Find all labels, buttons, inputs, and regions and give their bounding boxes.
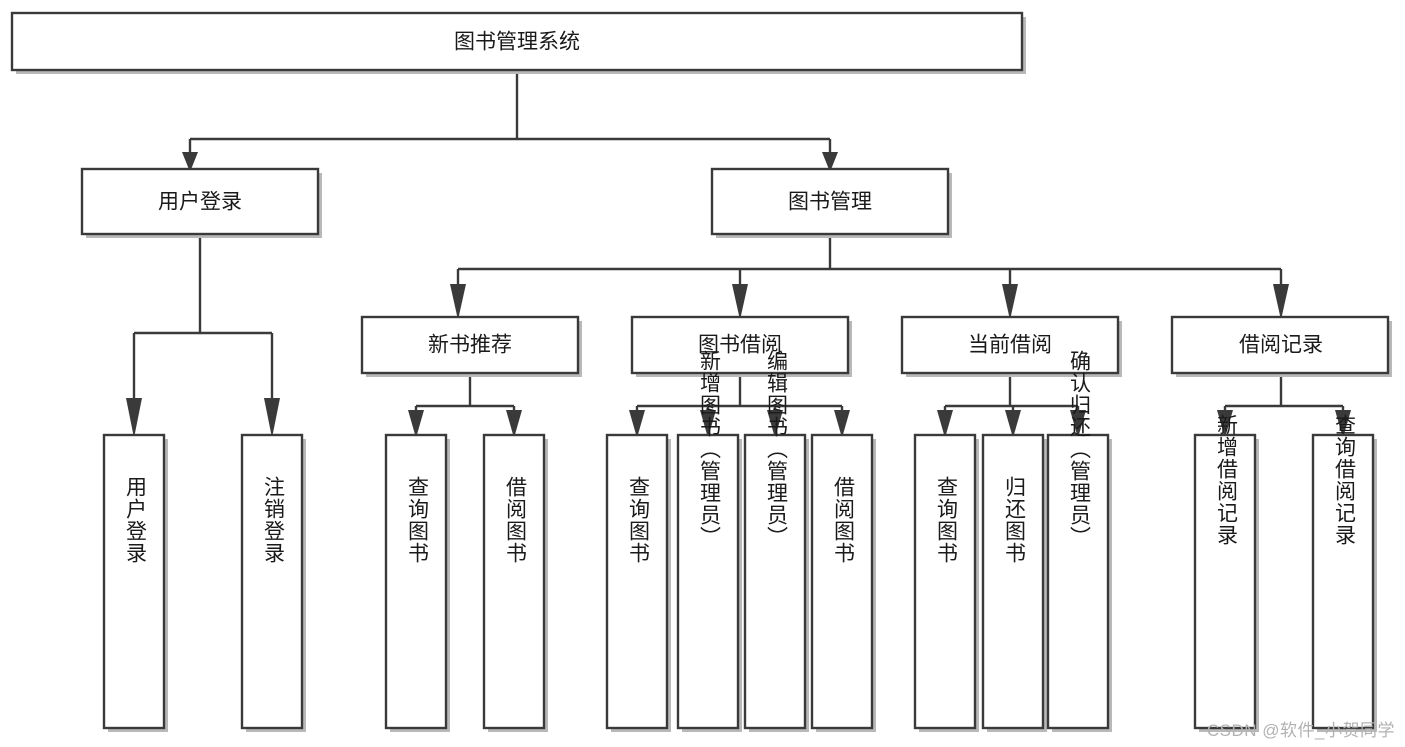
- leaf-user-login-label: 用户登录: [123, 476, 147, 564]
- arrow-to-borrow-record: [1273, 284, 1289, 320]
- leaf-borrow-book-label: 借阅图书: [831, 476, 855, 564]
- arrow-to-leaf-return-book: [1005, 410, 1021, 438]
- leaf-confirm-return[interactable]: 确认归还（管理员）: [1046, 350, 1112, 732]
- node-current-borrow-box[interactable]: [900, 315, 1120, 375]
- arrow-to-leaf-query-book-1: [408, 410, 424, 438]
- leaf-add-book-box[interactable]: [676, 433, 740, 730]
- leaf-query-borrow-record[interactable]: 查询借阅记录: [1311, 414, 1377, 732]
- leaf-query-book-current-box[interactable]: [913, 433, 977, 730]
- node-new-book-recommend-box[interactable]: [360, 315, 580, 375]
- arrow-to-leaf-confirm-return: [1070, 410, 1086, 438]
- arrow-to-leaf-add-record: [1217, 410, 1233, 438]
- node-root-label: 图书管理系统: [454, 31, 580, 54]
- leaf-borrow-book-box[interactable]: [810, 433, 874, 730]
- edge-bookmanage-to-bus: [456, 234, 1283, 288]
- arrow-to-leaf-query-book-3: [937, 410, 953, 438]
- leaf-query-book-rec[interactable]: 查询图书: [384, 433, 450, 732]
- leaf-return-book-box[interactable]: [981, 433, 1045, 730]
- leaf-logout-label: 注销登录: [261, 476, 285, 564]
- node-borrow-record[interactable]: 借阅记录: [1170, 315, 1392, 377]
- arrow-to-leaf-add-book: [700, 410, 716, 438]
- node-new-book-recommend[interactable]: 新书推荐: [360, 315, 582, 377]
- node-book-borrow-box[interactable]: [630, 315, 850, 375]
- node-root[interactable]: 图书管理系统: [10, 11, 1026, 74]
- node-borrow-record-box[interactable]: [1170, 315, 1390, 375]
- edge-bookborrow-to-bus: [635, 373, 844, 412]
- arrow-to-new-book-rec: [450, 284, 466, 320]
- leaf-query-book-current[interactable]: 查询图书: [913, 433, 979, 732]
- arrow-to-book-manage: [822, 152, 838, 172]
- arrow-to-leaf-borrow-book-2: [834, 410, 850, 438]
- node-user-login-box[interactable]: [80, 167, 320, 236]
- leaf-return-book-label: 归还图书: [1002, 476, 1026, 564]
- leaf-add-borrow-record-box[interactable]: [1193, 433, 1257, 730]
- arrow-to-leaf-query-book-2: [629, 410, 645, 438]
- leaf-add-borrow-record[interactable]: 新增借阅记录: [1193, 414, 1259, 732]
- leaf-add-book[interactable]: 新增图书（管理员）: [676, 350, 742, 732]
- leaf-borrow-book-rec-label: 借阅图书: [503, 476, 527, 564]
- node-user-login-label: 用户登录: [158, 191, 242, 214]
- leaf-logout-box[interactable]: [240, 433, 304, 730]
- node-user-login[interactable]: 用户登录: [80, 167, 322, 238]
- arrow-to-user-login: [182, 152, 198, 172]
- leaf-query-book-current-label: 查询图书: [934, 476, 958, 564]
- leaf-query-book-rec-label: 查询图书: [405, 476, 429, 564]
- leaf-query-book-borrow[interactable]: 查询图书: [605, 433, 671, 732]
- leaf-query-book-rec-box[interactable]: [384, 433, 448, 730]
- arrow-to-leaf-edit-book: [767, 410, 783, 438]
- arrow-to-leaf-borrow-book-1: [506, 410, 522, 438]
- arrow-to-leaf-query-record: [1335, 410, 1351, 438]
- leaf-add-borrow-record-label: 新增借阅记录: [1214, 414, 1238, 546]
- leaf-borrow-book-rec-box[interactable]: [482, 433, 546, 730]
- arrow-to-current-borrow: [1002, 284, 1018, 320]
- edge-userlogin-to-bus: [132, 234, 274, 400]
- node-borrow-record-label: 借阅记录: [1239, 334, 1323, 357]
- leaf-logout[interactable]: 注销登录: [240, 433, 306, 732]
- leaf-query-borrow-record-label: 查询借阅记录: [1332, 414, 1356, 546]
- leaf-edit-book-box[interactable]: [743, 433, 807, 730]
- node-root-box[interactable]: [10, 11, 1024, 72]
- arrow-to-leaf-user-login: [126, 398, 142, 438]
- edge-borrowrecord-to-bus: [1223, 373, 1345, 412]
- leaf-confirm-return-box[interactable]: [1046, 433, 1110, 730]
- node-book-manage-label: 图书管理: [788, 191, 872, 214]
- leaf-borrow-book-rec[interactable]: 借阅图书: [482, 433, 548, 732]
- edge-currentborrow-to-bus: [943, 373, 1080, 412]
- leaf-user-login[interactable]: 用户登录: [102, 433, 168, 732]
- leaf-edit-book[interactable]: 编辑图书（管理员）: [743, 350, 809, 732]
- leaf-borrow-book[interactable]: 借阅图书: [810, 433, 876, 732]
- node-current-borrow-label: 当前借阅: [968, 334, 1052, 357]
- leaf-confirm-return-label: 确认归还（管理员）: [1067, 350, 1091, 548]
- edge-newbookrec-to-bus: [414, 373, 516, 412]
- node-book-manage[interactable]: 图书管理: [710, 167, 952, 238]
- edge-root-to-bus: [188, 70, 832, 156]
- leaf-add-book-label: 新增图书（管理员）: [697, 350, 721, 548]
- leaf-return-book[interactable]: 归还图书: [981, 433, 1047, 732]
- leaf-query-book-borrow-label: 查询图书: [626, 476, 650, 564]
- node-current-borrow[interactable]: 当前借阅: [900, 315, 1122, 377]
- node-book-manage-box[interactable]: [710, 167, 950, 236]
- leaf-edit-book-label: 编辑图书（管理员）: [764, 350, 788, 548]
- leaf-user-login-box[interactable]: [102, 433, 166, 730]
- arrow-to-leaf-logout: [264, 398, 280, 438]
- arrow-to-book-borrow: [732, 284, 748, 320]
- node-book-borrow[interactable]: 图书借阅: [630, 315, 852, 377]
- leaf-query-book-borrow-box[interactable]: [605, 433, 669, 730]
- leaf-query-borrow-record-box[interactable]: [1311, 433, 1375, 730]
- node-new-book-recommend-label: 新书推荐: [428, 334, 512, 357]
- connector-layer: [126, 70, 1351, 438]
- node-book-borrow-label: 图书借阅: [698, 334, 782, 357]
